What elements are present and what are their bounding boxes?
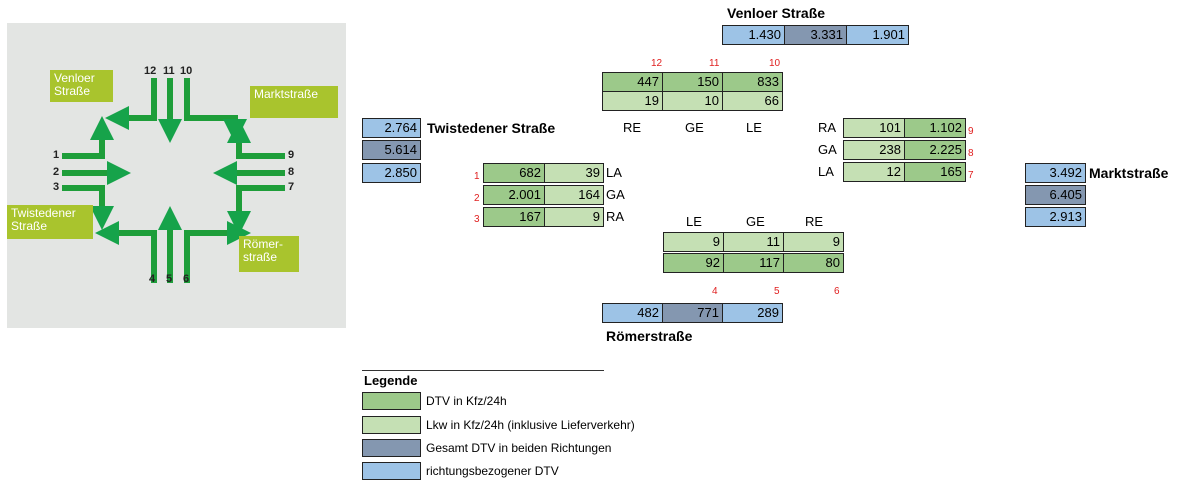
twisted-total-out: 2.850 xyxy=(362,163,421,183)
roemer-dtv-ge: 117 xyxy=(723,253,784,273)
venloer-dtv-ge: 150 xyxy=(662,72,723,92)
venloer-total-in: 1.430 xyxy=(722,25,785,45)
twisted-lkw-la: 39 xyxy=(544,163,604,183)
venloer-lkw-le: 66 xyxy=(722,91,783,111)
venloer-num-12: 12 xyxy=(651,58,663,69)
markt-num-7: 7 xyxy=(968,170,974,181)
roemer-num-5: 5 xyxy=(774,286,780,297)
roemer-dtv-le: 92 xyxy=(663,253,724,273)
sketch-num-12: 12 xyxy=(144,65,157,77)
venloer-num-10: 10 xyxy=(769,58,781,69)
twisted-dir-la: LA xyxy=(606,165,622,180)
markt-total-sum: 6.405 xyxy=(1025,185,1086,205)
sketch-num-6: 6 xyxy=(183,273,190,285)
sketch-num-4: 4 xyxy=(149,273,156,285)
roemer-lkw-le: 9 xyxy=(663,232,724,252)
venloer-dtv-le: 833 xyxy=(722,72,783,92)
sketch-label-markt: Marktstraße xyxy=(250,86,338,118)
markt-dir-la: LA xyxy=(818,164,834,179)
twisted-num-2: 2 xyxy=(474,193,480,204)
sketch-label-roemer: Römer- straße xyxy=(239,236,299,272)
markt-total-in: 3.492 xyxy=(1025,163,1086,183)
twisted-dtv-la: 682 xyxy=(483,163,545,183)
markt-dir-ga: GA xyxy=(818,142,837,157)
sketch-num-2: 2 xyxy=(53,166,60,178)
sketch-num-8: 8 xyxy=(288,166,295,178)
sketch-num-5: 5 xyxy=(166,273,173,285)
roemer-total-in: 482 xyxy=(602,303,663,323)
venloer-lkw-re: 19 xyxy=(602,91,663,111)
twisted-num-3: 3 xyxy=(474,214,480,225)
twisted-num-1: 1 xyxy=(474,171,480,182)
roemer-dir-le: LE xyxy=(686,214,702,229)
legend-label-richtung: richtungsbezogener DTV xyxy=(426,464,559,478)
intersection-arrows xyxy=(62,78,285,283)
roemer-total-sum: 771 xyxy=(662,303,723,323)
markt-dtv-ga: 2.225 xyxy=(904,140,966,160)
legend-swatch-dtv xyxy=(362,392,421,410)
twisted-lkw-ga: 164 xyxy=(544,185,604,205)
sketch-label-venloer: Venloer Straße xyxy=(50,70,113,102)
markt-lkw-ga: 238 xyxy=(843,140,905,160)
markt-num-9: 9 xyxy=(968,126,974,137)
venloer-num-11: 11 xyxy=(709,58,720,69)
legend-label-dtv: DTV in Kfz/24h xyxy=(426,394,507,408)
venloer-total-sum: 3.331 xyxy=(784,25,847,45)
twisted-total-sum: 5.614 xyxy=(362,140,421,160)
roemer-title: Römerstraße xyxy=(606,328,693,344)
venloer-dir-re: RE xyxy=(623,120,642,135)
legend-rule xyxy=(362,370,604,371)
markt-lkw-la: 12 xyxy=(843,162,905,182)
venloer-title: Venloer Straße xyxy=(727,5,826,21)
twisted-dtv-ra: 167 xyxy=(483,207,545,227)
sketch-label-twisted: Twistedener Straße xyxy=(7,205,93,239)
legend-swatch-richtung xyxy=(362,462,421,480)
twisted-title: Twistedener Straße xyxy=(427,120,556,136)
roemer-num-4: 4 xyxy=(712,286,718,297)
roemer-dir-re: RE xyxy=(805,214,824,229)
twisted-total-in: 2.764 xyxy=(362,118,421,138)
sketch-num-3: 3 xyxy=(53,181,60,193)
roemer-dtv-re: 80 xyxy=(783,253,844,273)
venloer-total-out: 1.901 xyxy=(846,25,909,45)
roemer-lkw-re: 9 xyxy=(783,232,844,252)
sketch-num-10: 10 xyxy=(180,65,193,77)
markt-total-out: 2.913 xyxy=(1025,207,1086,227)
twisted-dir-ra: RA xyxy=(606,209,625,224)
legend-swatch-gesamt xyxy=(362,439,421,457)
sketch-num-9: 9 xyxy=(288,149,295,161)
legend-swatch-lkw xyxy=(362,416,421,434)
roemer-dir-ge: GE xyxy=(746,214,765,229)
sketch-num-11: 11 xyxy=(163,65,175,77)
venloer-dir-le: LE xyxy=(746,120,762,135)
sketch-num-1: 1 xyxy=(53,149,60,161)
roemer-lkw-ge: 11 xyxy=(723,232,784,252)
twisted-dir-ga: GA xyxy=(606,187,625,202)
twisted-lkw-ra: 9 xyxy=(544,207,604,227)
markt-dtv-la: 165 xyxy=(904,162,966,182)
markt-title: Marktstraße xyxy=(1089,165,1169,181)
markt-num-8: 8 xyxy=(968,148,974,159)
markt-dir-ra: RA xyxy=(818,120,837,135)
twisted-dtv-ga: 2.001 xyxy=(483,185,545,205)
markt-dtv-ra: 1.102 xyxy=(904,118,966,138)
legend-title: Legende xyxy=(364,373,418,388)
intersection-sketch: Venloer Straße Marktstraße Twistedener S… xyxy=(7,23,346,328)
markt-lkw-ra: 101 xyxy=(843,118,905,138)
legend-label-gesamt: Gesamt DTV in beiden Richtungen xyxy=(426,441,612,455)
venloer-dtv-re: 447 xyxy=(602,72,663,92)
roemer-total-out: 289 xyxy=(722,303,783,323)
venloer-lkw-ge: 10 xyxy=(662,91,723,111)
sketch-num-7: 7 xyxy=(288,181,295,193)
roemer-num-6: 6 xyxy=(834,286,840,297)
venloer-dir-ge: GE xyxy=(685,120,704,135)
legend-label-lkw: Lkw in Kfz/24h (inklusive Lieferverkehr) xyxy=(426,418,635,432)
